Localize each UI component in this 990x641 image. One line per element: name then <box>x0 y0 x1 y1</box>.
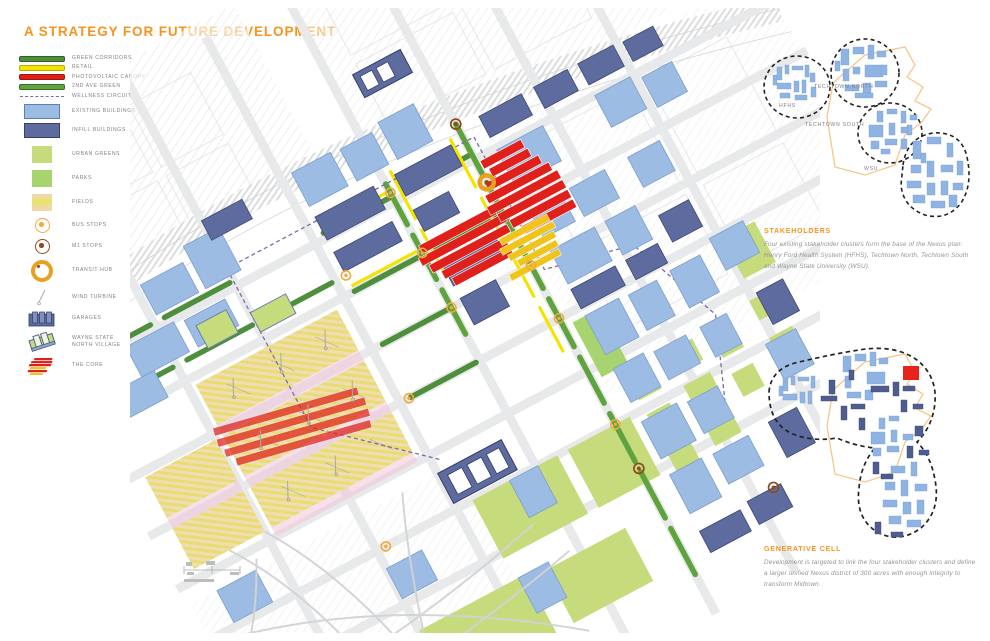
cluster-techtown-south <box>857 102 923 164</box>
wayne-state-north-village <box>195 293 297 350</box>
legend-label: BUS STOPS <box>72 221 107 228</box>
stakeholders-caption: Four existing stakeholder clusters form … <box>764 241 969 271</box>
legend-item-wellness-circuit: WELLNESS CIRCUIT <box>18 93 168 100</box>
garages <box>351 48 518 505</box>
legend-label: GARAGES <box>72 315 102 322</box>
cluster-label-techtown-north: TECHTOWN NORTH <box>814 84 874 90</box>
legend-item-the-core: THE CORE <box>18 357 168 375</box>
fields-area <box>145 309 418 570</box>
legend-item-photovoltaic-canopy: PHOTOVOLTAIC CANOPY <box>18 74 168 81</box>
legend-item-existing-buildings: EXISTING BUILDINGS <box>18 103 168 119</box>
transit-markers <box>340 118 780 552</box>
cell-existing-buildings <box>778 351 928 528</box>
legend-label: PARKS <box>72 174 92 181</box>
stakeholders-diagram[interactable] <box>755 25 985 230</box>
legend-label: RETAIL <box>72 64 94 71</box>
line-red-icon <box>18 74 66 81</box>
legend-item-2nd-ave-green: 2ND AVE GREEN <box>18 83 168 90</box>
square-parks-icon <box>18 169 66 187</box>
legend-label: FIELDS <box>72 198 94 205</box>
legend-label: WAYNE STATE NORTH VILLAGE <box>72 334 121 348</box>
legend-item-green-corridors: GREEN CORRIDORS <box>18 55 168 62</box>
core-icon <box>18 357 66 375</box>
legend-label: INFILL BUILDINGS <box>72 126 126 133</box>
legend-item-wayne-state-north-village: WAYNE STATE NORTH VILLAGE <box>18 331 168 352</box>
cell-infill-buildings <box>820 369 930 538</box>
legend-label: WELLNESS CIRCUIT <box>72 92 132 99</box>
legend-item-m1-stops: M1 STOPS <box>18 238 168 254</box>
wind-turbine-icon <box>18 289 66 306</box>
block-existing-icon <box>18 103 66 119</box>
square-urban-greens-icon <box>18 145 66 163</box>
generative-cell-caption: Development is targeted to link the four… <box>764 559 976 589</box>
block-infill-icon <box>18 122 66 138</box>
legend-item-bus-stops: BUS STOPS <box>18 217 168 233</box>
legend-label: WIND TURBINE <box>72 293 117 300</box>
cluster-wsu <box>900 132 970 218</box>
transit-hub-marker <box>477 173 497 192</box>
square-fields-icon <box>18 193 66 211</box>
m1-stop-markers <box>449 118 780 494</box>
cluster-label-wsu: WSU <box>864 166 879 172</box>
freeway-interchange <box>191 492 590 633</box>
campus-icon <box>18 331 66 352</box>
core-highlight <box>903 366 919 380</box>
cluster-label-techtown-south: TECHTOWN SOUTH <box>805 122 865 128</box>
legend-label: URBAN GREENS <box>72 150 121 157</box>
scale-bar <box>183 561 241 582</box>
cluster-techtown-north <box>830 38 900 108</box>
legend-item-urban-greens: URBAN GREENS <box>18 145 168 163</box>
map-legend: GREEN CORRIDORS RETAIL PHOTOVOLTAIC CANO… <box>18 55 168 377</box>
page-title: A STRATEGY FOR FUTURE DEVELOPMENT <box>24 24 337 39</box>
legend-label: M1 STOPS <box>72 242 103 249</box>
line-dashed-icon <box>18 95 66 97</box>
cluster-label-hfhs: HFHS <box>779 103 796 109</box>
stakeholders-heading: STAKEHOLDERS <box>764 228 832 235</box>
generative-cell-heading: GENERATIVE CELL <box>764 546 842 553</box>
line-green-icon <box>18 55 66 62</box>
wind-turbines <box>232 329 355 502</box>
legend-label: TRANSIT HUB <box>72 267 113 274</box>
legend-label: THE CORE <box>72 362 104 369</box>
stakeholders-panel: STAKEHOLDERS Four existing stakeholder c… <box>764 228 978 272</box>
m1-stop-icon <box>18 238 66 254</box>
legend-item-parks: PARKS <box>18 169 168 187</box>
generative-cell-diagram[interactable] <box>755 330 985 545</box>
infill-buildings <box>200 25 816 554</box>
legend-label: PHOTOVOLTAIC CANOPY <box>72 73 146 80</box>
legend-item-fields: FIELDS <box>18 193 168 211</box>
generative-cell-panel: GENERATIVE CELL Development is targeted … <box>764 546 978 590</box>
transit-hub-icon <box>18 259 66 282</box>
line-yellow-icon <box>18 65 66 72</box>
line-green2-icon <box>18 83 66 90</box>
garage-icon <box>18 311 66 327</box>
generative-cell-outline <box>768 347 938 538</box>
legend-item-wind-turbine: WIND TURBINE <box>18 289 168 306</box>
legend-item-retail: RETAIL <box>18 64 168 72</box>
site-plan-map[interactable] <box>130 8 820 633</box>
legend-item-transit-hub: TRANSIT HUB <box>18 259 168 282</box>
legend-label: GREEN CORRIDORS <box>72 55 132 61</box>
cluster-hfhs <box>763 55 831 119</box>
legend-label: 2ND AVE GREEN <box>72 83 121 90</box>
legend-item-garages: GARAGES <box>18 311 168 327</box>
bus-stop-icon <box>18 217 66 233</box>
legend-label: EXISTING BUILDINGS <box>72 107 136 114</box>
legend-item-infill-buildings: INFILL BUILDINGS <box>18 122 168 138</box>
